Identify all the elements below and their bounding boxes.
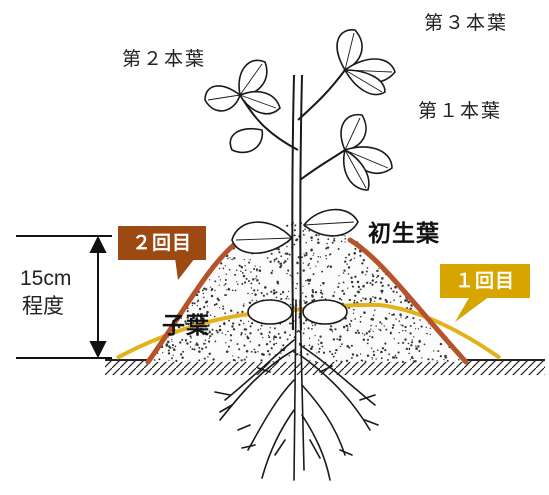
second-hilling-line (145, 237, 243, 365)
ground-surface (105, 360, 545, 375)
label-cotyledon: 子葉 (162, 313, 210, 339)
label-primary-leaf: 初生葉 (368, 221, 440, 247)
cotyledons (247, 299, 348, 325)
label-height-qualifier: 程度 (22, 295, 64, 318)
second-badge-pointer (175, 258, 195, 280)
leaf-veins (207, 32, 393, 241)
second-hilling-badge: ２回目 (118, 226, 206, 260)
leaves (204, 29, 396, 254)
first-hilling-badge: １回目 (440, 264, 530, 298)
label-leaf2: 第２本葉 (122, 48, 207, 70)
soil-mound (148, 222, 466, 362)
height-indicator (16, 235, 112, 359)
roots (214, 299, 379, 481)
label-height-value: 15cm (20, 267, 72, 290)
first-badge-pointer (455, 296, 490, 322)
label-leaf3: 第３本葉 (424, 12, 509, 34)
label-leaf1: 第１本葉 (418, 100, 503, 122)
second-hilling-line-right (347, 237, 469, 365)
